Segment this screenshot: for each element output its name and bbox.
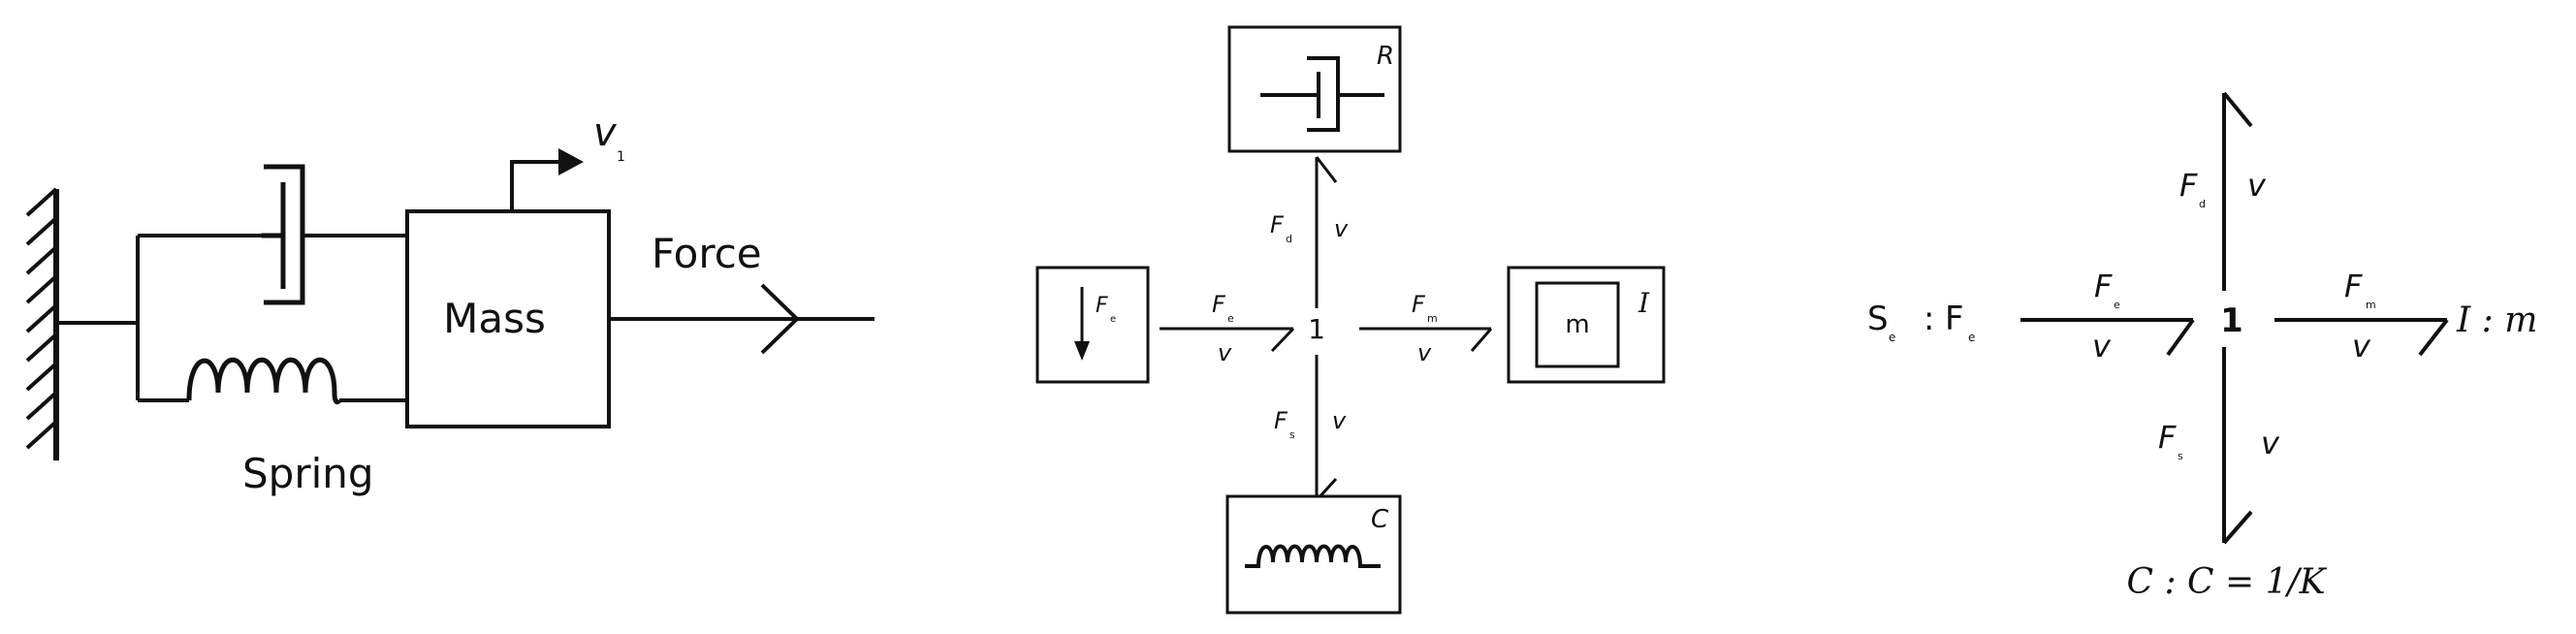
spring-symbol <box>186 358 342 405</box>
inertia-label: I : m <box>2456 301 2537 340</box>
mass-label: Mass <box>443 295 546 342</box>
bond-top-flow: v <box>1334 215 1349 242</box>
bond-left-effort-s: F <box>2094 268 2113 304</box>
bond-bottom-flow-s: v <box>2261 425 2280 461</box>
velocity-symbol: v <box>593 111 618 155</box>
source-effort-sub: e <box>1110 314 1116 325</box>
capacitor-label: C : C = 1/K <box>2126 562 2327 602</box>
bond-top-effort: F <box>1270 211 1285 238</box>
bond-top-icons <box>1315 156 1338 308</box>
mechanical-wiring <box>56 234 407 402</box>
bond-bottom-effort-sub-s: s <box>2178 450 2183 462</box>
bond-graph-icons: R 1 F d v F e F e v F m <box>1035 25 1666 615</box>
bond-left-flow: v <box>1218 339 1232 366</box>
source-value-sub: e <box>1968 331 1975 344</box>
bond-right-symbolic <box>2274 318 2449 357</box>
resistor-tag: R <box>1377 42 1394 71</box>
bond-bottom-symbolic <box>2222 347 2253 545</box>
bond-top-effort-sub: d <box>1286 233 1292 245</box>
bond-left-icons <box>1160 327 1295 353</box>
bond-right-effort-sub-s: m <box>2366 299 2376 311</box>
inertia-mass-icon <box>1535 281 1620 368</box>
capacitor-spring-icon <box>1245 544 1381 568</box>
bond-top-symbolic <box>2222 91 2253 291</box>
bond-bottom-effort-s: F <box>2158 419 2177 456</box>
force-arrow <box>609 283 875 355</box>
force-label: Force <box>652 230 762 277</box>
bond-bottom-flow: v <box>1332 407 1347 434</box>
source-label: S <box>1867 300 1889 338</box>
junction-1-icons: 1 <box>1308 313 1325 345</box>
source-box <box>1035 266 1150 384</box>
source-effort: F <box>1096 294 1108 318</box>
bond-right-effort-s: F <box>2344 268 2363 304</box>
bond-right-effort: F <box>1412 291 1426 318</box>
bond-left-effort: F <box>1212 291 1226 318</box>
bond-top-effort-s: F <box>2179 167 2198 204</box>
bond-top-effort-sub-s: d <box>2199 198 2206 210</box>
damper-symbol <box>262 164 305 305</box>
mechanical-system: Mass v 1 Force Spring <box>25 111 875 497</box>
bond-left-flow-s: v <box>2092 328 2112 365</box>
bond-left-effort-sub: e <box>1227 312 1234 325</box>
bond-right-effort-sub: m <box>1427 312 1438 325</box>
bond-top-flow-s: v <box>2247 167 2267 204</box>
bond-right-flow: v <box>1417 339 1432 366</box>
capacitor-tag: C <box>1371 505 1389 534</box>
velocity-subscript: 1 <box>617 149 625 165</box>
bond-graph-symbolic: S e : F e 1 F e v F m v I : m F d <box>1867 91 2537 602</box>
velocity-arrow <box>510 148 584 211</box>
bond-bottom-effort-sub: s <box>1289 428 1295 441</box>
bond-left-effort-sub-s: e <box>2114 299 2120 311</box>
bond-bottom-effort: F <box>1274 407 1288 434</box>
source-arrow-icon <box>1074 287 1090 361</box>
capacitor-box <box>1225 494 1402 615</box>
junction-1-symbolic: 1 <box>2220 301 2243 340</box>
inertia-mass-symbol: m <box>1565 310 1589 339</box>
bond-right-flow-s: v <box>2352 328 2371 365</box>
resistor-damper-icon <box>1260 56 1384 132</box>
bond-left-symbolic <box>2020 318 2195 357</box>
bond-right-icons <box>1359 327 1493 352</box>
resistor-box <box>1227 25 1402 153</box>
ground-wall <box>25 187 59 460</box>
spring-label: Spring <box>242 450 374 497</box>
inertia-tag: I <box>1638 287 1650 319</box>
source-sep: : <box>1924 300 1934 338</box>
source-label-sub: e <box>1889 331 1895 344</box>
source-value: F <box>1945 300 1964 338</box>
